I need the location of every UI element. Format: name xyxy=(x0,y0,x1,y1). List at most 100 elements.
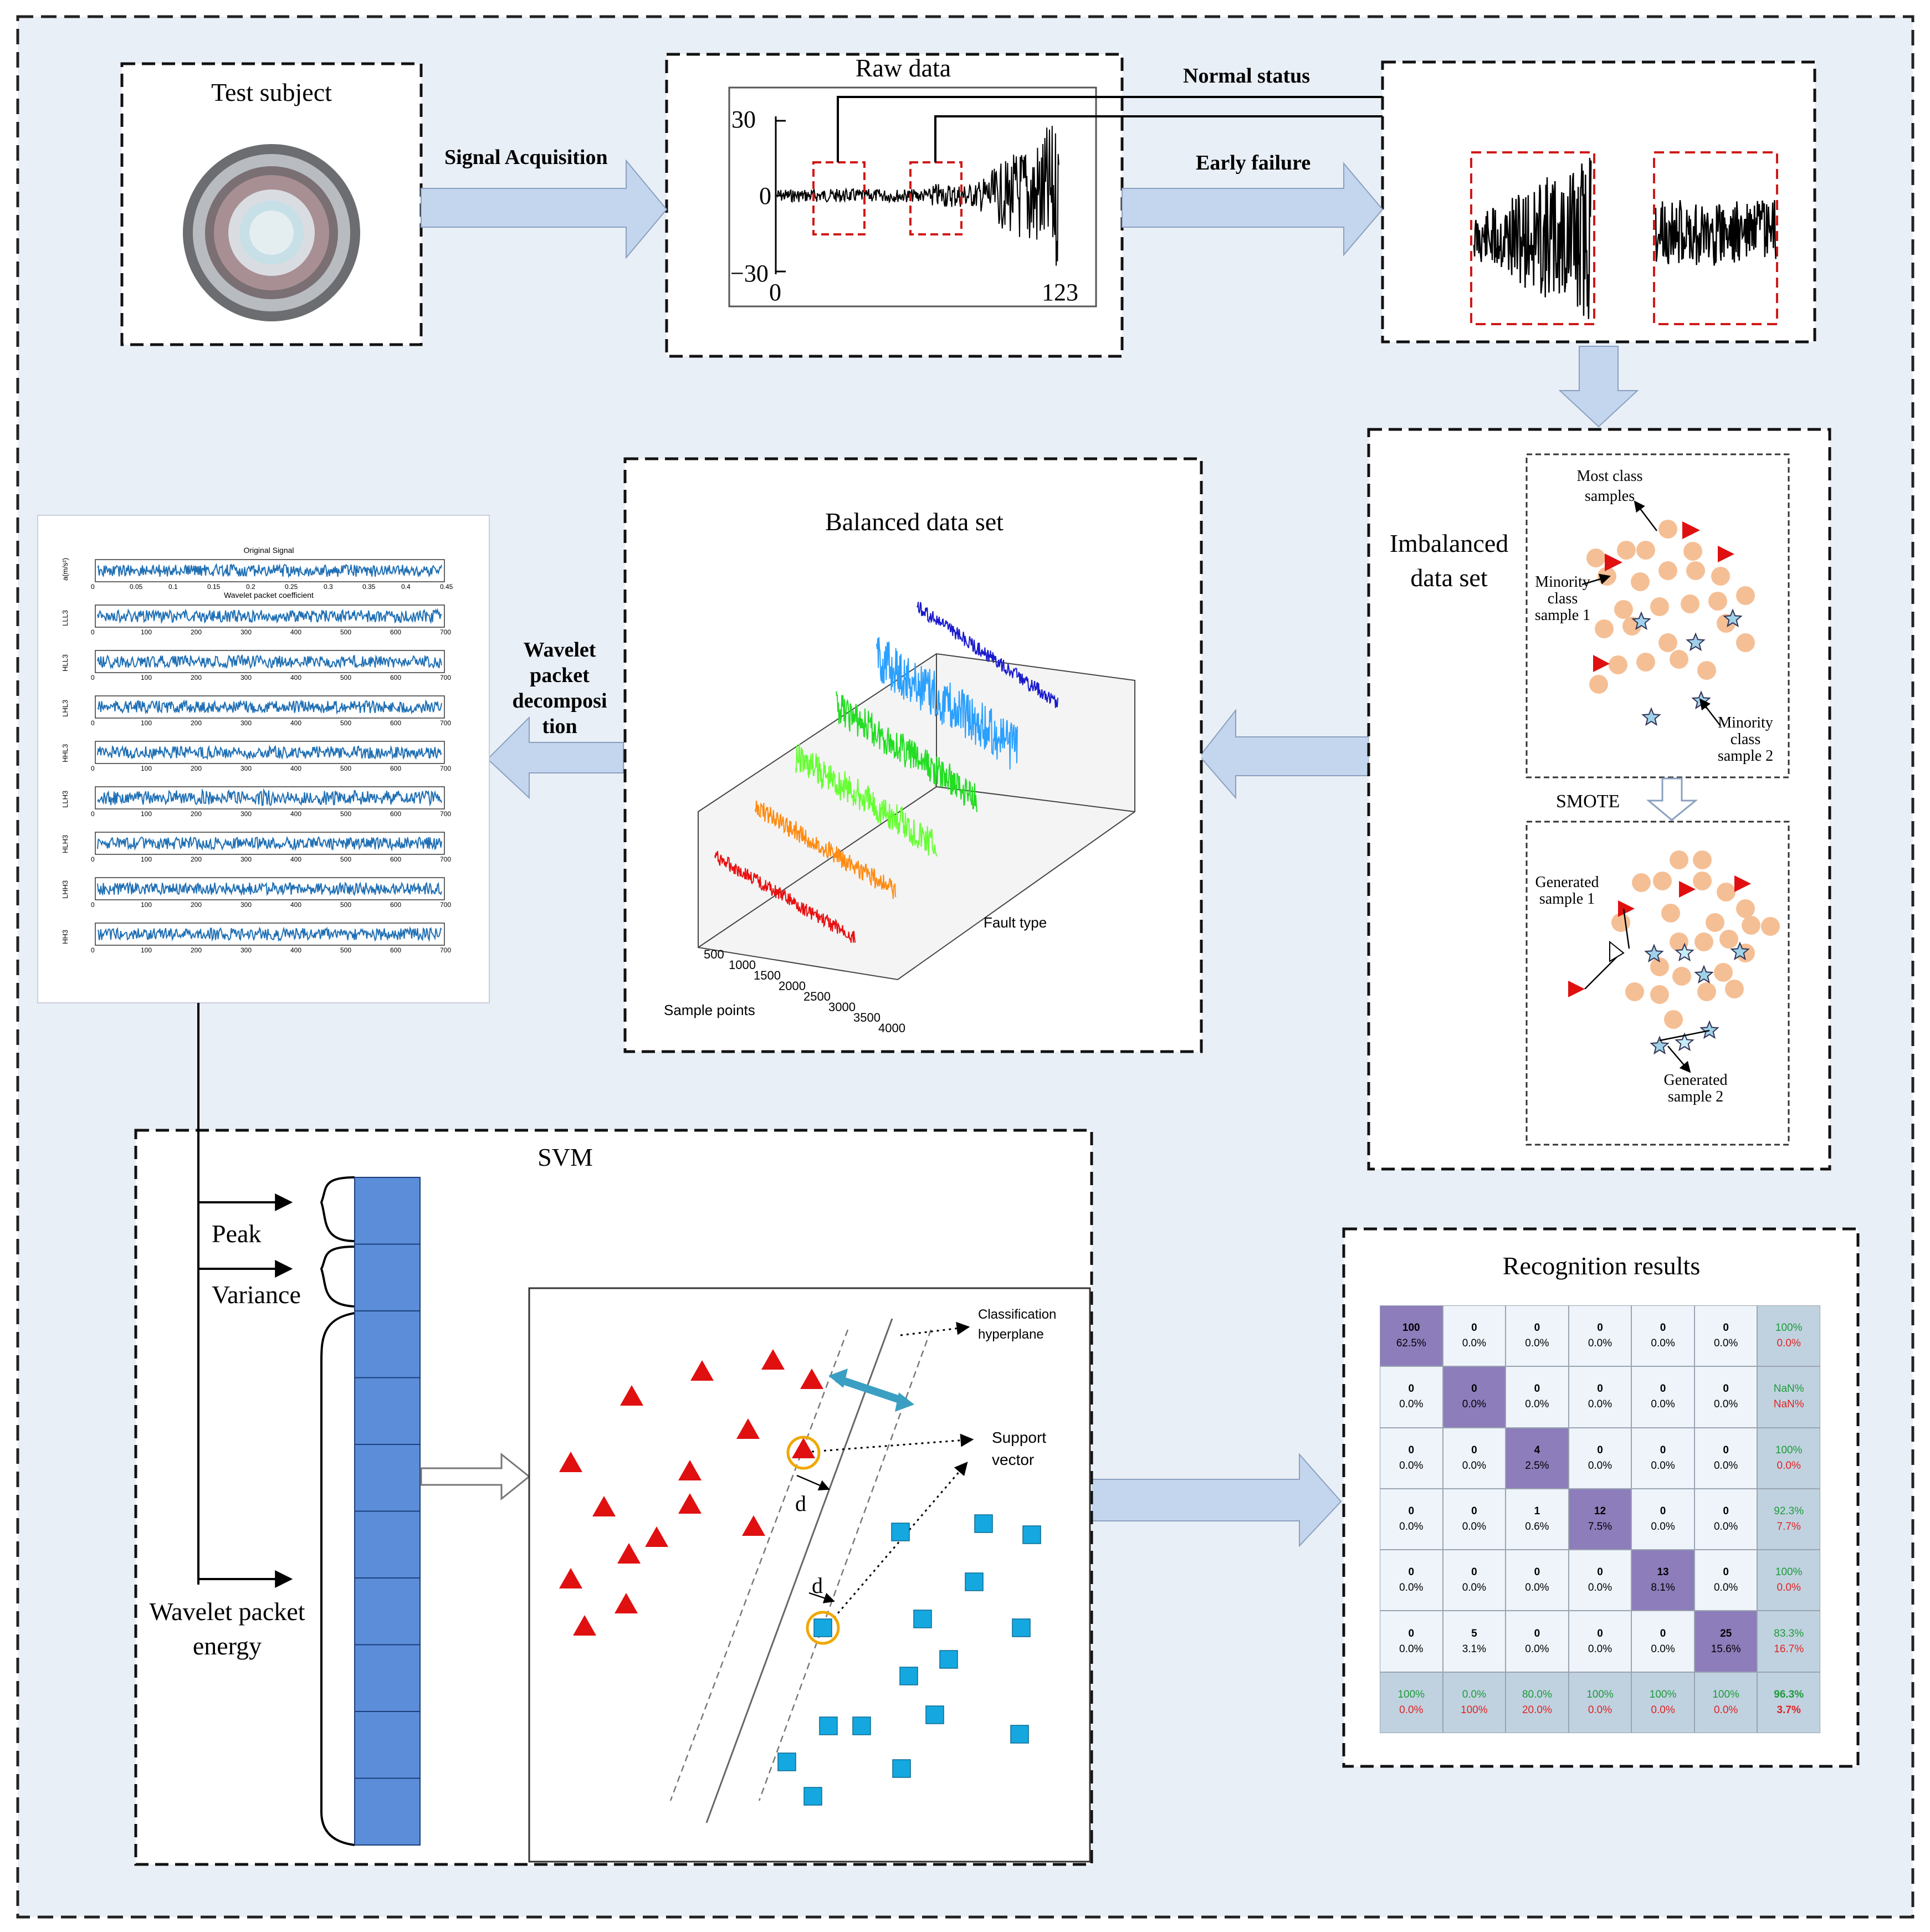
to-balanced-arrow xyxy=(1199,709,1369,800)
wavelet-tick: 300 xyxy=(240,674,252,681)
wavelet-tick: 0.3 xyxy=(324,583,333,591)
smote-dot xyxy=(1742,916,1760,935)
wavelet-tick: 0.2 xyxy=(246,583,255,591)
class-b-square xyxy=(974,1514,993,1533)
most-class-dot xyxy=(1658,520,1677,539)
matrix-cell-count: 0 xyxy=(1471,1566,1477,1579)
matrix-cell-count: 0 xyxy=(1723,1444,1729,1456)
matrix-cell-percent: 62.5% xyxy=(1396,1337,1426,1350)
most-class-samples xyxy=(1586,520,1755,726)
matrix-cell-count: 0 xyxy=(1471,1322,1477,1334)
matrix-cell-percent: 0.6% xyxy=(1525,1520,1549,1533)
smote-arrow xyxy=(1646,777,1698,821)
matrix-cell: 100%0.0% xyxy=(1568,1672,1632,1733)
most-class-dot xyxy=(1589,675,1608,694)
wavelet-tick: 200 xyxy=(191,810,202,818)
class-b-square xyxy=(939,1650,958,1669)
wavelet-row-signal xyxy=(97,608,442,624)
matrix-cell-count: 100% xyxy=(1775,1322,1803,1334)
wavelet-tick: 100 xyxy=(141,855,152,863)
smote-dot xyxy=(1625,982,1644,1001)
most-class-dot xyxy=(1686,561,1705,580)
matrix-cell-percent: 0.0% xyxy=(1777,1337,1801,1350)
class-b-square xyxy=(965,1572,984,1591)
smote-triangle xyxy=(1734,875,1751,892)
wavelet-row-signal xyxy=(97,654,442,670)
wavelet-tick: 0 xyxy=(91,855,95,863)
early-failure-arrow xyxy=(1122,162,1384,257)
wavelet-tick: 100 xyxy=(141,719,152,727)
balanced-tick: 1500 xyxy=(754,968,781,982)
wavelet-tick: 600 xyxy=(390,628,402,636)
minority-2-star xyxy=(1641,707,1661,726)
class-b-square xyxy=(1022,1525,1041,1544)
balanced-tick: 2500 xyxy=(803,990,831,1003)
support-vector-ring-1 xyxy=(786,1436,821,1470)
wavelet-tick: 0 xyxy=(91,719,95,727)
wavelet-tick: 500 xyxy=(340,674,352,681)
svm-points xyxy=(559,1349,1041,1806)
most-class-dot xyxy=(1697,661,1716,680)
wavelet-tick: 400 xyxy=(290,810,302,818)
minority-2-star xyxy=(1723,608,1743,628)
wavelet-tick: 300 xyxy=(240,855,252,863)
matrix-cell-count: 0 xyxy=(1660,1505,1666,1517)
matrix-cell-count: 0 xyxy=(1660,1627,1666,1639)
feature-cell xyxy=(354,1510,421,1579)
balanced-tick: 4000 xyxy=(878,1021,905,1035)
matrix-cell-count: 0 xyxy=(1408,1627,1415,1639)
matrix-cell-count: 0 xyxy=(1408,1566,1415,1579)
wavelet-tick: 600 xyxy=(390,855,402,863)
matrix-cell-percent: 0.0% xyxy=(1462,1520,1486,1533)
wavelet-energy-label: Wavelet packet energy xyxy=(149,1597,305,1660)
matrix-cell-count: 0 xyxy=(1597,1627,1603,1639)
matrix-cell-count: 0 xyxy=(1471,1444,1477,1456)
matrix-cell-percent: NaN% xyxy=(1773,1398,1804,1411)
wavelet-row-label: LLL3 xyxy=(61,610,69,626)
minority-1-triangle xyxy=(1682,521,1700,539)
most-class-dot xyxy=(1658,633,1677,652)
wavelet-decomposition-arrow xyxy=(487,716,624,800)
matrix-cell-percent: 3.7% xyxy=(1777,1704,1801,1716)
smote-dot xyxy=(1661,904,1680,923)
wavelet-tick: 200 xyxy=(191,946,202,954)
most-class-dot xyxy=(1586,549,1605,567)
wavelet-tick: 0 xyxy=(91,810,95,818)
matrix-cell-count: 0 xyxy=(1660,1383,1666,1395)
matrix-cell-count: 100% xyxy=(1775,1444,1803,1456)
smote-dot xyxy=(1725,980,1744,998)
wavelet-row-signal xyxy=(97,699,442,715)
wavelet-tick: 400 xyxy=(290,765,302,772)
wavelet-tick: 200 xyxy=(191,765,202,772)
matrix-cell: 92.3%7.7% xyxy=(1757,1488,1820,1550)
wavelet-tick: 200 xyxy=(191,855,202,863)
matrix-cell-percent: 20.0% xyxy=(1522,1704,1552,1716)
matrix-cell-percent: 0.0% xyxy=(1462,1582,1486,1594)
feature-cell xyxy=(354,1310,421,1378)
to-recognition-arrow xyxy=(1090,1453,1342,1547)
test-subject-title: Test subject xyxy=(211,78,332,106)
smote-star xyxy=(1675,942,1694,962)
raw-data-title: Raw data xyxy=(855,54,951,82)
class-b-square xyxy=(925,1705,944,1724)
feature-cell xyxy=(354,1777,421,1846)
matrix-cell-count: 83.3% xyxy=(1774,1627,1804,1639)
matrix-cell-count: 0 xyxy=(1534,1627,1540,1639)
class-a-triangle xyxy=(592,1496,616,1516)
class-b-square xyxy=(813,1618,832,1637)
margin-arrow xyxy=(835,1375,908,1406)
wavelet-tick: 400 xyxy=(290,855,302,863)
wavelet-tick: 600 xyxy=(390,765,402,772)
matrix-cell-count: 0 xyxy=(1723,1322,1729,1334)
wavelet-tick: 700 xyxy=(440,628,452,636)
bearing-icon xyxy=(183,144,360,321)
smote-star xyxy=(1694,965,1714,984)
most-class-dot xyxy=(1658,561,1677,580)
